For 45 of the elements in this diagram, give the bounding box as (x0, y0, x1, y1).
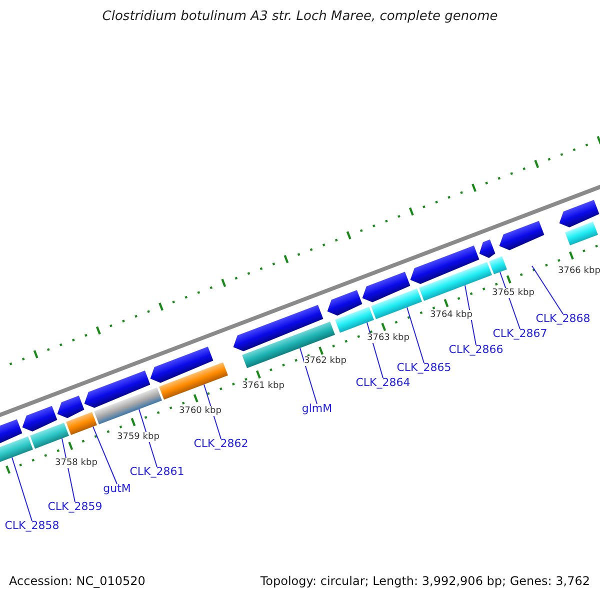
gene-label: CLK_2866 (448, 343, 504, 356)
cds-feature (499, 220, 544, 250)
gene-label: CLK_2868 (536, 312, 590, 325)
scale-label: 3764 kbp (430, 310, 472, 320)
gene-label: CLK_2865 (396, 361, 452, 374)
leader-line (532, 265, 564, 314)
gene-label: CLK_2862 (194, 437, 248, 450)
gene-label: CLK_2859 (48, 500, 102, 513)
cds-feature (57, 396, 84, 418)
footer-text: Accession: NC_010520 (9, 574, 146, 588)
gene-feature (335, 306, 374, 333)
scale-label: 3762 kbp (304, 356, 346, 366)
title: Clostridium botulinum A3 str. Loch Maree, complete genome (102, 9, 498, 24)
cds-feature (150, 346, 214, 383)
gene-label: glmM (302, 402, 332, 415)
gene-label: CLK_2858 (4, 519, 60, 532)
scale-label: 3763 kbp (367, 333, 410, 343)
gene-label: gutM (103, 482, 131, 495)
cds-feature (559, 200, 600, 228)
scale-label: 3766 kbp (558, 266, 600, 276)
scale-label: 3761 kbp (242, 381, 284, 391)
leader-line (12, 456, 32, 522)
scale-label: 3765 kbp (492, 288, 534, 298)
cds-feature (233, 304, 324, 352)
cds-feature (410, 246, 480, 284)
gene-feature (66, 412, 97, 436)
cds-feature (362, 272, 410, 302)
leader-line (300, 348, 318, 404)
scale-label: 3759 kbp (117, 432, 160, 442)
gene-label: CLK_2867 (492, 327, 548, 340)
gene-feature (489, 256, 507, 274)
cds-feature (327, 290, 362, 316)
gene-feature (30, 422, 69, 449)
cds-feature (479, 239, 496, 258)
cds-feature (22, 406, 58, 432)
leader-line (92, 426, 118, 484)
gene-label: CLK_2861 (130, 465, 184, 478)
gene-feature (565, 222, 598, 246)
footer-text: Topology: circular; Length: 3,992,906 bp; Genes: 3,762 (260, 574, 590, 588)
scale-label: 3760 kbp (179, 406, 222, 416)
gene-feature (371, 288, 422, 320)
cds-feature (84, 370, 150, 408)
scale-label: 3758 kbp (55, 458, 98, 468)
leader-line (406, 306, 424, 364)
gene-label: CLK_2864 (356, 376, 410, 389)
